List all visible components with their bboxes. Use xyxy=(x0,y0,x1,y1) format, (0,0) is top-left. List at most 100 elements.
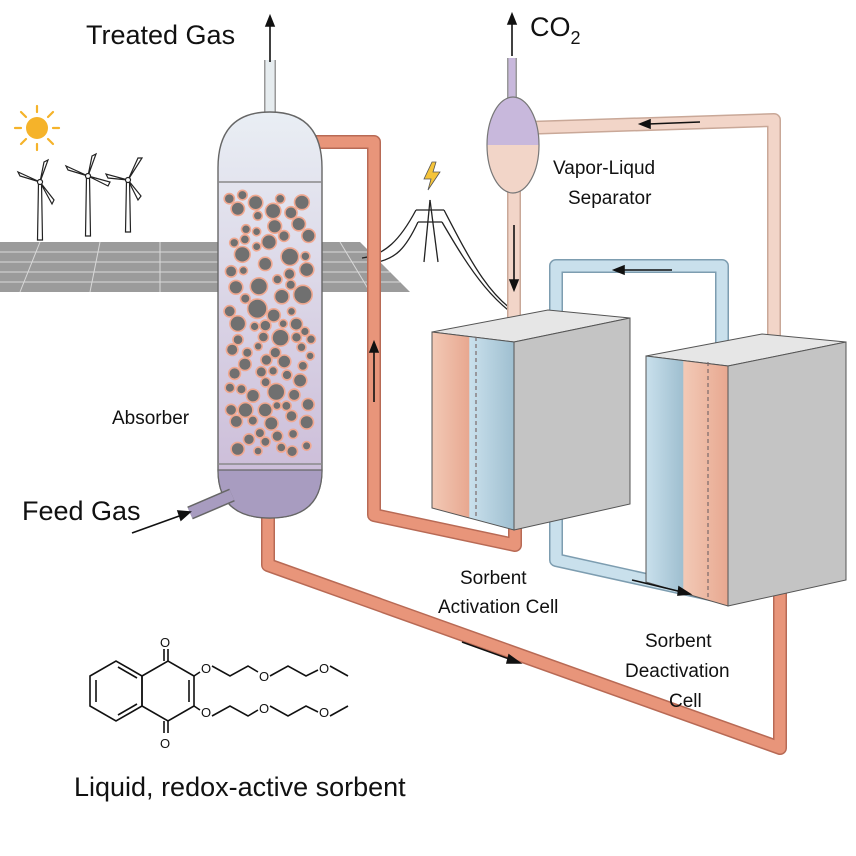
atom-o-4: O xyxy=(259,669,269,684)
ground-grid xyxy=(0,241,410,293)
sorbent-bead xyxy=(251,241,262,252)
sorbent-bead xyxy=(224,403,238,417)
sorbent-bead xyxy=(229,414,244,429)
atom-o-2: O xyxy=(160,736,170,751)
arrow-feed-gas xyxy=(131,510,192,534)
atom-o-6: O xyxy=(201,705,211,720)
sorbent-bead xyxy=(245,388,261,404)
sorbent-bead xyxy=(278,318,289,329)
flow-arrows xyxy=(131,11,701,664)
sorbent-bead xyxy=(260,233,278,251)
sorbent-bead xyxy=(247,194,264,211)
sorbent-bead xyxy=(271,328,290,348)
atom-o-8: O xyxy=(319,705,329,720)
sorbent-bead xyxy=(296,341,307,353)
sorbent-bead xyxy=(285,409,298,423)
sorbent-bead xyxy=(277,229,291,243)
sorbent-bead xyxy=(305,333,317,345)
sorbent-bead xyxy=(290,331,303,344)
deactivation-label-line2: Deactivation xyxy=(625,661,730,682)
sorbent-bead xyxy=(271,429,284,443)
feed-gas-inlet xyxy=(187,488,235,520)
atom-o-1: O xyxy=(160,635,170,650)
sorbent-bead xyxy=(238,265,249,276)
co2-label: CO2 xyxy=(530,12,581,48)
sorbent-bead xyxy=(267,365,279,377)
absorber-column xyxy=(217,60,323,519)
co2-main: CO xyxy=(530,12,571,42)
co2-subscript: 2 xyxy=(571,28,581,48)
sorbent-bead xyxy=(266,307,282,323)
deactivation-label-line3: Cell xyxy=(669,691,702,712)
absorber-label: Absorber xyxy=(112,408,190,429)
sorbent-bead xyxy=(240,223,252,235)
sorbent-bead xyxy=(297,360,309,372)
deactivation-cell xyxy=(645,333,847,607)
sorbent-bead xyxy=(251,226,262,237)
molecule-atom-labels: O O O O O O O O xyxy=(160,635,329,751)
atom-o-3: O xyxy=(201,661,211,676)
separator-label-line2: Separator xyxy=(568,188,652,209)
sorbent-bead xyxy=(271,400,282,411)
sorbent-bead xyxy=(257,256,273,272)
activation-label-line1: Sorbent xyxy=(460,568,527,589)
activation-cell xyxy=(431,309,631,531)
sorbent-bead xyxy=(283,267,296,281)
sorbent-bead xyxy=(241,347,253,359)
activation-label-line2: Activation Cell xyxy=(438,597,558,618)
sorbent-bead xyxy=(239,233,251,245)
sorbent-bead xyxy=(260,353,273,367)
sorbent-bead xyxy=(249,321,260,332)
sorbent-bead xyxy=(230,201,246,217)
wind-turbine-icon xyxy=(16,152,144,241)
sorbent-bead xyxy=(300,250,311,262)
sorbent-bead xyxy=(223,192,236,205)
arrow-absorber-up xyxy=(368,339,380,402)
sorbent-bead xyxy=(260,376,272,388)
sorbent-beads xyxy=(223,189,317,458)
sun-icon xyxy=(13,104,61,152)
lightning-icon xyxy=(423,161,441,191)
sorbent-bead xyxy=(228,279,244,295)
sorbent-bead xyxy=(301,440,312,452)
sorbent-bead xyxy=(264,202,282,220)
sorbent-bead xyxy=(289,317,304,332)
blue-pipe-top xyxy=(549,259,729,352)
sorbent-bead xyxy=(298,261,315,278)
sorbent-bead xyxy=(252,210,264,221)
atom-o-7: O xyxy=(259,701,269,716)
sorbent-bead xyxy=(229,314,247,333)
arrow-return-pipe xyxy=(461,641,523,664)
sorbent-bead xyxy=(267,218,283,235)
sorbent-bead xyxy=(284,205,298,220)
sorbent-bead xyxy=(281,369,293,381)
sorbent-bead xyxy=(230,441,246,457)
sorbent-bead xyxy=(257,331,270,343)
sorbent-bead xyxy=(274,193,286,205)
treated-gas-label: Treated Gas xyxy=(86,20,235,50)
feed-gas-label: Feed Gas xyxy=(22,496,141,526)
sorbent-bead xyxy=(225,343,239,357)
sorbent-bead xyxy=(239,293,251,305)
sorbent-bead xyxy=(275,442,287,453)
sorbent-bead xyxy=(293,194,311,211)
sorbent-bead xyxy=(299,414,315,430)
sorbent-bead xyxy=(269,346,282,359)
sorbent-bead xyxy=(259,319,272,332)
sorbent-bead xyxy=(271,273,283,285)
sorbent-bead xyxy=(236,189,248,201)
sorbent-bead xyxy=(301,397,315,412)
sorbent-bead xyxy=(285,279,297,291)
sorbent-bead xyxy=(285,445,299,458)
sorbent-bead xyxy=(253,341,264,352)
sorbent-bead xyxy=(280,247,300,267)
sorbent-bead xyxy=(235,383,247,395)
arrow-treated-gas xyxy=(264,13,276,62)
atom-o-5: O xyxy=(319,661,329,676)
rich-sorbent-pipe xyxy=(261,500,787,755)
sorbent-bead xyxy=(276,354,292,369)
sorbent-bead xyxy=(286,306,297,317)
arrow-co2 xyxy=(506,11,518,56)
